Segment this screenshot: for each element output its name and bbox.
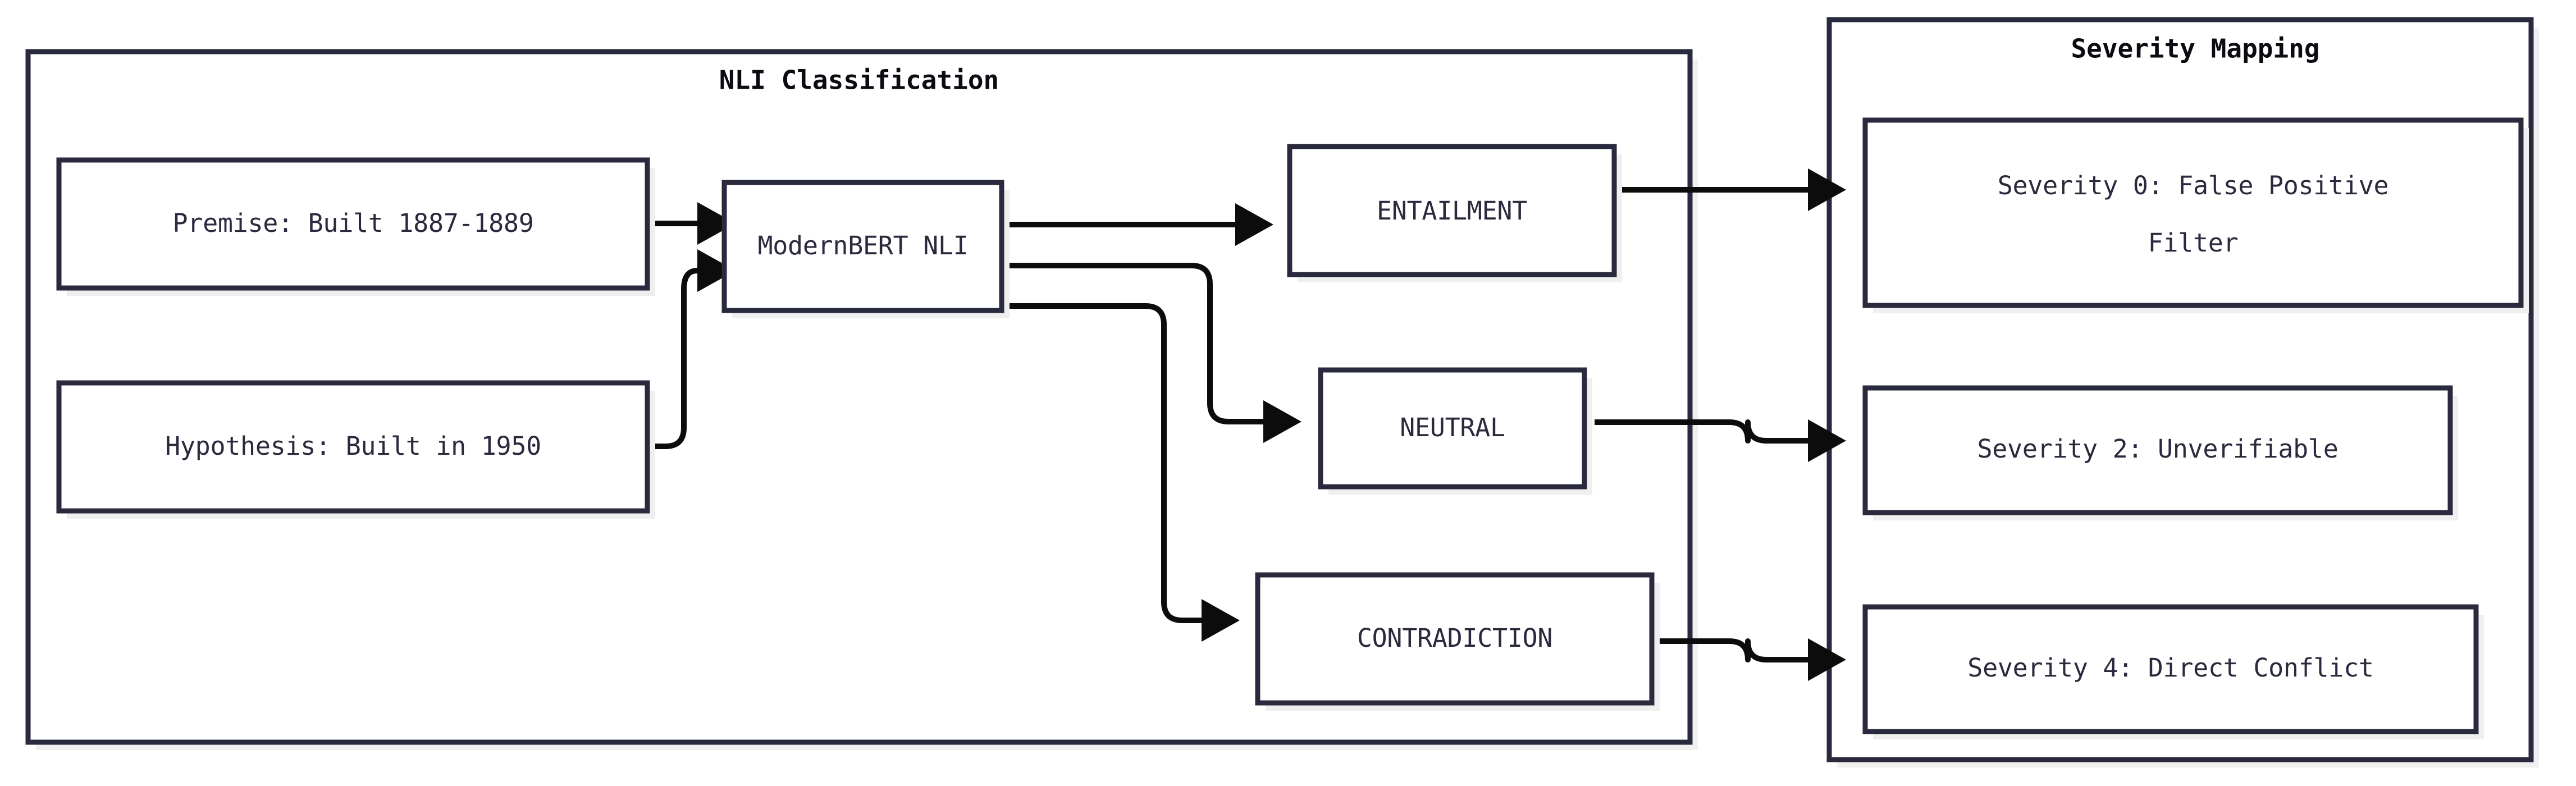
arrowhead-icon	[1235, 203, 1273, 246]
node-hypothesis-label: Hypothesis: Built in 1950	[165, 431, 541, 461]
subgraph-nli-title: NLI Classification	[719, 65, 999, 95]
node-entailment-box[interactable]	[1287, 144, 1617, 277]
node-severity0-label-line1: Severity 0: False Positive	[1998, 171, 2389, 200]
node-premise[interactable]: Premise: Built 1887-1889	[56, 157, 655, 296]
node-severity-0[interactable]: Severity 0: False Positive Filter	[1862, 117, 2529, 313]
node-contradiction[interactable]: CONTRADICTION	[1255, 572, 1660, 711]
node-hypothesis-box[interactable]	[56, 380, 650, 514]
node-contradiction-box[interactable]	[1255, 572, 1655, 706]
edge-model-to-contradiction	[1005, 303, 1240, 642]
node-severity2-box[interactable]	[1862, 385, 2453, 515]
node-severity0-box[interactable]	[1862, 117, 2524, 308]
edge-model-to-entailment	[1005, 203, 1273, 246]
node-neutral[interactable]: NEUTRAL	[1318, 367, 1592, 495]
node-severity4-label: Severity 4: Direct Conflict	[1967, 653, 2373, 683]
node-entailment-label: ENTAILMENT	[1377, 196, 1527, 226]
edge-model-to-neutral	[1005, 263, 1301, 443]
node-neutral-box[interactable]	[1318, 367, 1587, 490]
edge-premise-to-model	[652, 202, 736, 245]
arrowhead-icon	[1202, 599, 1240, 642]
node-severity-4[interactable]: Severity 4: Direct Conflict	[1862, 604, 2484, 739]
node-premise-label: Premise: Built 1887-1889	[172, 208, 533, 238]
edge-contradiction-to-severity4	[1651, 638, 1846, 681]
node-modernbert-box[interactable]	[721, 180, 1004, 313]
edge-entailment-to-severity0	[1616, 168, 1846, 211]
edge-hypothesis-to-model	[652, 249, 736, 449]
subgraph-severity-title: Severity Mapping	[2071, 34, 2319, 64]
node-severity4-box[interactable]	[1862, 604, 2479, 734]
arrowhead-icon	[1808, 168, 1846, 211]
node-neutral-label: NEUTRAL	[1400, 413, 1505, 442]
arrowhead-icon	[697, 202, 736, 245]
node-contradiction-label: CONTRADICTION	[1357, 623, 1552, 653]
node-modernbert-nli[interactable]: ModernBERT NLI	[721, 180, 1010, 318]
node-severity0-label-line2: Filter	[2148, 228, 2239, 258]
node-entailment[interactable]: ENTAILMENT	[1287, 144, 1622, 282]
node-hypothesis[interactable]: Hypothesis: Built in 1950	[56, 380, 655, 519]
edge-neutral-to-severity2	[1595, 419, 1846, 462]
node-premise-box[interactable]	[56, 157, 650, 291]
arrowhead-icon	[697, 249, 736, 292]
node-severity-2[interactable]: Severity 2: Unverifiable	[1862, 385, 2458, 520]
arrowhead-icon	[1263, 400, 1301, 443]
node-severity2-label: Severity 2: Unverifiable	[1977, 434, 2338, 464]
arrowhead-icon	[1808, 419, 1846, 462]
node-modernbert-label: ModernBERT NLI	[757, 231, 968, 261]
arrowhead-icon	[1808, 638, 1846, 681]
